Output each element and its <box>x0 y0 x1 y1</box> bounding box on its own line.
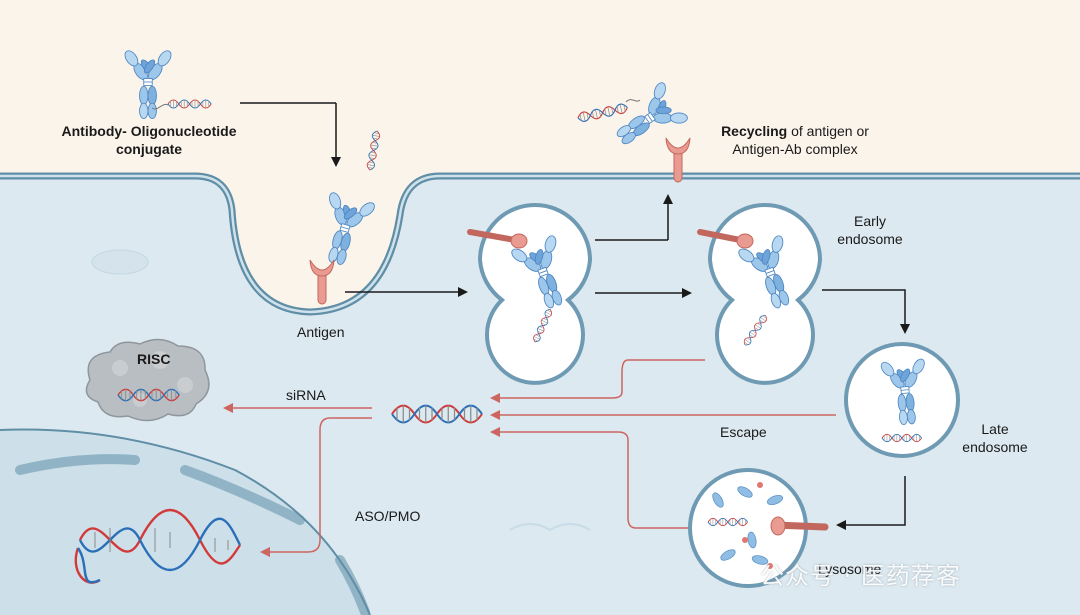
risc-label: RISC <box>137 351 171 367</box>
arrow-to-lysosome <box>836 476 906 530</box>
aoc-label: Antibody- Oligonucleotide conjugate <box>61 123 237 157</box>
extracellular-space <box>0 0 1080 312</box>
lysosome-label: Lysosome <box>818 561 882 577</box>
risc-complex <box>85 338 210 422</box>
escape-arrow-early <box>490 359 705 403</box>
recycled-complex <box>576 75 696 183</box>
sirna-label: siRNA <box>286 387 326 403</box>
er-shape <box>509 523 591 532</box>
recycling-label: Recycling of antigen or Antigen-Ab compl… <box>700 122 890 158</box>
endosome-1 <box>467 203 593 385</box>
late-endosome-label: Late endosome <box>962 421 1028 455</box>
recycling-label-rest: of antigen or Antigen-Ab complex <box>732 123 869 157</box>
arrow-to-nucleus <box>260 417 372 557</box>
mitochondrion-shape <box>91 249 149 275</box>
cell-membrane-inner <box>0 174 1080 314</box>
recycling-label-bold: Recycling <box>721 123 788 139</box>
antigen-label: Antigen <box>297 324 345 340</box>
early-endosome <box>697 203 823 385</box>
escape-arrow-lysosome <box>490 427 688 529</box>
watermark: 公众号 · 医药荐客 <box>760 562 961 590</box>
target-mrna <box>74 509 242 584</box>
aso-pmo-label: ASO/PMO <box>355 508 421 524</box>
early-endosome-label: Early endosome <box>837 213 903 247</box>
arrow-to-late-endosome <box>822 289 910 334</box>
late-endosome <box>844 342 960 458</box>
aoc-illustration <box>121 44 212 119</box>
nucleus <box>0 428 371 615</box>
lysosome <box>688 468 829 588</box>
escape-label: Escape <box>720 424 767 440</box>
